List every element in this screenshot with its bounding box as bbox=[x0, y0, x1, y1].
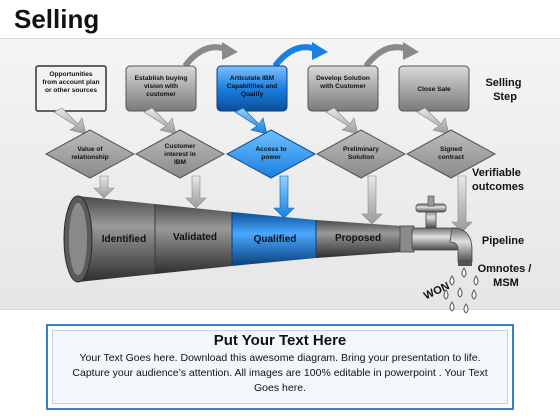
step-label-1-line-2: from account plan bbox=[42, 79, 99, 86]
step-label-4-line-2: with Customer bbox=[319, 83, 366, 90]
water-drops bbox=[443, 267, 479, 314]
funnel-stage-label-4: Proposed bbox=[335, 233, 381, 244]
step-label-5-line-1: Close Sale bbox=[417, 86, 451, 93]
step-label-2-line-1: Establish buying bbox=[135, 75, 188, 82]
outcome-to-pipeline-arrows bbox=[93, 175, 473, 233]
outcome-label-2-line-3: IBM bbox=[174, 159, 187, 166]
verifiable-outcomes-label: Verifiable outcomes bbox=[472, 167, 524, 193]
step-label-2-line-2: vision with bbox=[144, 83, 178, 90]
selling-step-line-2: Step bbox=[493, 91, 517, 103]
outcome-label-5-line-2: contract bbox=[438, 154, 465, 161]
omnotes-line-1: Omnotes / bbox=[478, 263, 532, 275]
step-label-3-line-1: Articulate IBM bbox=[230, 75, 275, 82]
step-label-3-line-3: Qualify bbox=[241, 91, 264, 98]
outcome-label-3-line-2: power bbox=[261, 154, 281, 161]
omnotes-line-2: MSM bbox=[493, 277, 519, 289]
funnel-stage-label-1: Identified bbox=[102, 234, 146, 245]
outcome-label-4-line-1: Preliminary bbox=[343, 146, 379, 153]
outcome-label-4-line-2: Solution bbox=[348, 154, 374, 161]
pipeline-label: Pipeline bbox=[482, 235, 524, 247]
verifiable-outcomes-line-2: outcomes bbox=[472, 181, 524, 193]
outcome-label-2-line-1: Customer bbox=[165, 143, 196, 150]
outcome-label-5-line-1: Signed bbox=[440, 146, 462, 153]
verifiable-outcomes-line-1: Verifiable bbox=[472, 167, 521, 179]
page-title: Selling bbox=[14, 4, 100, 34]
step-label-2-line-3: customer bbox=[146, 91, 176, 98]
outcome-label-1-line-1: Value of bbox=[77, 146, 103, 153]
funnel-stage-label-3: Qualified bbox=[254, 234, 297, 245]
step-label-5: Close Sale bbox=[417, 86, 451, 93]
omnotes-label: Omnotes / MSM bbox=[478, 263, 535, 289]
step-label-3-line-2: Capabilities and bbox=[227, 83, 278, 90]
curved-arrow-2 bbox=[272, 42, 328, 68]
text-placeholder-box: Put Your Text Here Your Text Goes here. … bbox=[46, 324, 514, 410]
outcome-label-1-line-2: relationship bbox=[71, 154, 108, 161]
curved-arrow-1 bbox=[182, 42, 238, 68]
step-label-1-line-3: or other sources bbox=[45, 87, 97, 94]
curved-arrow-3 bbox=[363, 42, 419, 68]
faucet-icon bbox=[399, 195, 473, 266]
textbox-title: Put Your Text Here bbox=[213, 332, 347, 349]
sales-pipeline-funnel: Identified Validated Qualified Proposed bbox=[63, 195, 402, 283]
won-label: WON bbox=[422, 280, 451, 302]
outcome-label-3-line-1: Access to bbox=[255, 146, 286, 153]
step-label-4-line-1: Develop Solution bbox=[316, 75, 370, 82]
selling-step-label: Selling Step bbox=[485, 77, 524, 103]
step-label-1-line-1: Opportunities bbox=[49, 71, 93, 78]
step-to-outcome-arrows bbox=[53, 107, 450, 135]
outcome-label-2-line-2: interest in bbox=[164, 151, 196, 158]
selling-step-line-1: Selling bbox=[485, 77, 521, 89]
textbox-body: Your Text Goes here. Download this aweso… bbox=[72, 352, 488, 394]
funnel-stage-label-2: Validated bbox=[173, 232, 217, 243]
step-box-5: Close Sale bbox=[398, 65, 470, 112]
